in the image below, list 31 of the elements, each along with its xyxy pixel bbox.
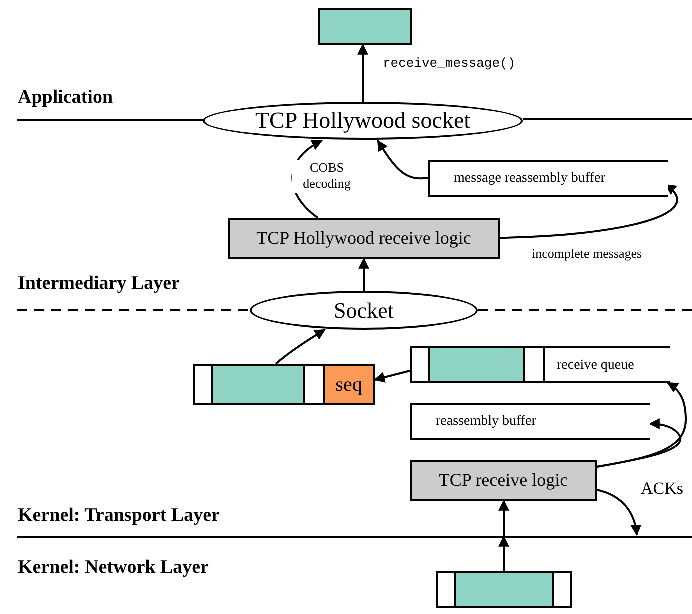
buffer-box	[410, 403, 650, 440]
packet-block	[436, 571, 572, 608]
node-label: receive queue	[557, 358, 634, 372]
layer-title: Kernel: Network Layer	[18, 556, 209, 580]
arrow	[377, 140, 428, 180]
message-block	[318, 8, 412, 45]
receive-queue-buffer	[410, 346, 670, 383]
seq-field: seq	[323, 364, 375, 405]
node-label: message reassembly buffer	[454, 170, 606, 188]
arrow	[358, 258, 370, 291]
layer-title: Application	[18, 86, 114, 110]
layer-title: Kernel: Transport Layer	[18, 504, 220, 528]
layer-title: Intermediary Layer	[18, 272, 180, 296]
logic-box	[228, 218, 500, 259]
arrow	[374, 370, 410, 383]
arrow	[596, 489, 642, 536]
node-label: Socket	[334, 297, 394, 325]
node-label: TCP Hollywood receive logic	[256, 227, 472, 250]
node-label: TCP Hollywood socket	[255, 106, 471, 135]
packet-with-seq	[193, 364, 375, 405]
arrow	[275, 329, 326, 365]
buffer-box	[428, 160, 668, 197]
arrow	[596, 418, 682, 468]
arrow	[498, 501, 510, 571]
arrow	[358, 44, 368, 102]
edge-label: receive_message()	[383, 56, 516, 72]
edge-label: incomplete messages	[532, 246, 642, 262]
node-label: TCP receive logic	[438, 469, 568, 492]
node-label: reassembly buffer	[436, 413, 536, 431]
logic-box	[410, 460, 597, 501]
arrow	[500, 184, 678, 239]
